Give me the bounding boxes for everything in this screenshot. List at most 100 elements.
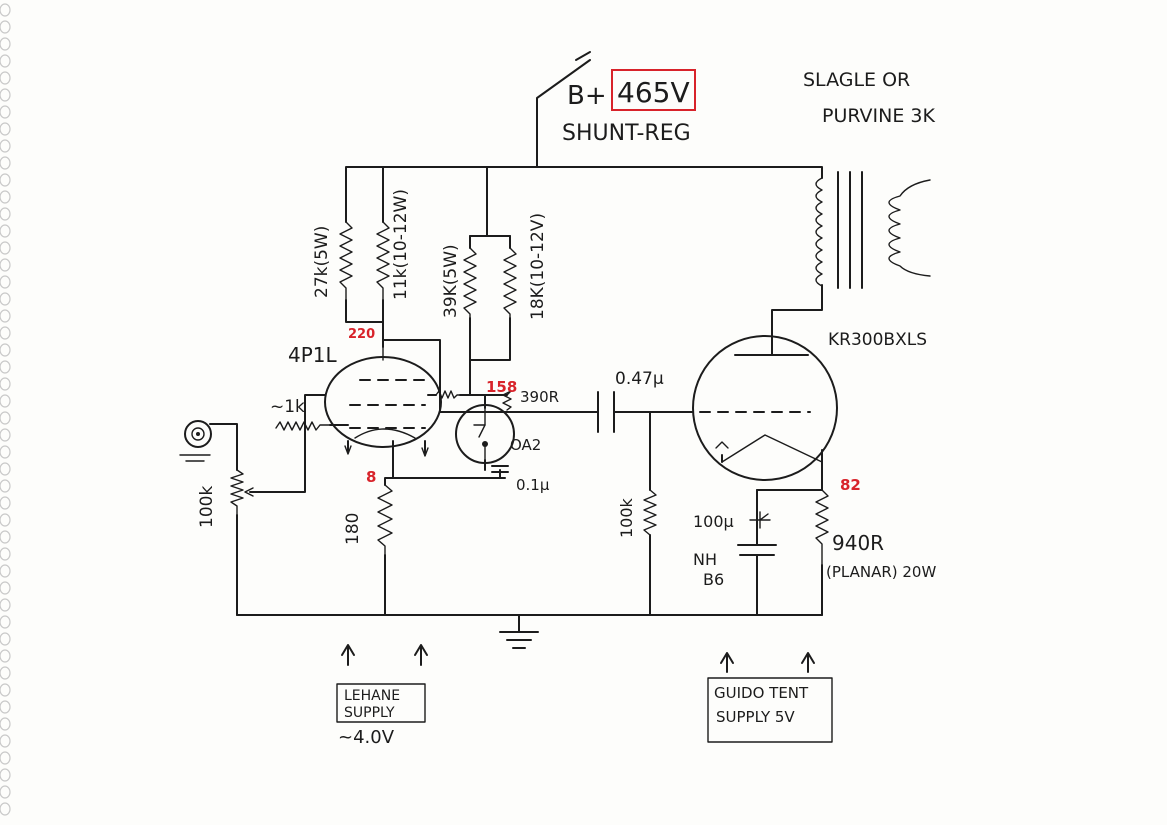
lehane-supply-box <box>336 683 426 723</box>
cap-0-1u-label: 0.1µ <box>516 476 550 494</box>
node-voltage-158: 158 <box>486 378 517 396</box>
tube-4p1l-label: 4P1L <box>288 343 338 367</box>
resistor-100k-grid-leak <box>643 489 657 536</box>
tube-oa2 <box>455 404 515 464</box>
spiral-ring <box>0 411 11 425</box>
spiral-ring <box>0 71 11 85</box>
cap-nh-label-line1: NH <box>693 550 717 569</box>
shunt-reg-label: SHUNT-REG <box>562 121 691 146</box>
spiral-ring <box>0 139 11 153</box>
cap-0-47u <box>597 391 615 433</box>
spiral-ring <box>0 768 11 782</box>
pot-wiper-arrow <box>244 487 254 497</box>
spiral-ring <box>0 377 11 391</box>
resistor-18k <box>503 247 517 319</box>
spiral-ring <box>0 462 11 476</box>
spiral-ring <box>0 173 11 187</box>
guido-supply-line2: SUPPLY 5V <box>716 708 795 726</box>
resistor-11k-label: 11k(10-12W) <box>391 189 411 300</box>
resistor-27k <box>339 221 353 301</box>
resistor-940r-label: 940R <box>832 531 884 555</box>
tube-kr300bxls <box>692 335 838 481</box>
cap-0-47u-label: 0.47µ <box>615 369 664 389</box>
resistor-1k <box>275 421 331 431</box>
resistor-940r <box>815 489 829 566</box>
spiral-ring <box>0 666 11 680</box>
spiral-ring <box>0 292 11 306</box>
pot-100k-label: 100k <box>197 486 217 528</box>
resistor-1k-label: ~1k <box>270 397 305 417</box>
guido-supply-line1: GUIDO TENT <box>714 684 809 702</box>
spiral-ring <box>0 615 11 629</box>
spiral-ring <box>0 564 11 578</box>
resistor-940r-spec: (PLANAR) 20W <box>826 563 936 581</box>
resistor-11k <box>376 221 390 301</box>
cap-polarity-mark <box>749 511 771 529</box>
lehane-supply-line2: SUPPLY <box>344 705 395 721</box>
wiring <box>209 51 823 633</box>
spiral-ring <box>0 3 11 17</box>
spiral-ring <box>0 751 11 765</box>
spiral-ring <box>0 496 11 510</box>
spiral-ring <box>0 632 11 646</box>
spiral-ring <box>0 717 11 731</box>
spiral-ring <box>0 445 11 459</box>
b-plus-highlight-box <box>611 69 696 111</box>
resistor-100k-grid-label: 100k <box>617 497 636 538</box>
spiral-ring <box>0 309 11 323</box>
cap-100u <box>737 544 777 556</box>
supply-arrow-left-1 <box>341 644 355 666</box>
spiral-ring <box>0 700 11 714</box>
spiral-ring <box>0 54 11 68</box>
spiral-ring <box>0 734 11 748</box>
supply-arrow-right-2 <box>801 652 815 673</box>
spiral-ring <box>0 479 11 493</box>
spiral-ring <box>0 258 11 272</box>
b-plus-voltage: 465V <box>617 76 690 109</box>
lehane-supply-voltage: ~4.0V <box>338 727 395 748</box>
resistor-18k-label: 18K(10-12V) <box>528 213 548 320</box>
resistor-180 <box>377 484 393 556</box>
spiral-ring <box>0 581 11 595</box>
node-voltage-220: 220 <box>348 327 375 342</box>
guido-supply-box <box>707 677 833 743</box>
spiral-ring <box>0 88 11 102</box>
supply-arrow-left-2 <box>414 644 428 666</box>
spiral-ring <box>0 37 11 51</box>
spiral-ring <box>0 156 11 170</box>
spiral-ring <box>0 428 11 442</box>
spiral-ring <box>0 598 11 612</box>
cap-0-1u <box>491 465 509 473</box>
output-transformer <box>815 171 931 289</box>
transformer-label-line1: SLAGLE OR <box>803 69 910 91</box>
b-plus-label: B+ <box>567 81 607 111</box>
spiral-ring <box>0 547 11 561</box>
resistor-100k-pot <box>230 469 244 516</box>
supply-arrow-right-1 <box>720 652 734 673</box>
spiral-ring <box>0 241 11 255</box>
cap-nh-label-line2: B6 <box>703 570 724 589</box>
spiral-ring <box>0 785 11 799</box>
node-voltage-8: 8 <box>366 468 376 486</box>
resistor-39k <box>463 247 477 319</box>
spiral-ring <box>0 224 11 238</box>
resistor-39k-label: 39K(5W) <box>441 244 461 318</box>
spiral-ring <box>0 207 11 221</box>
spiral-ring <box>0 683 11 697</box>
spiral-binding <box>0 3 11 816</box>
spiral-ring <box>0 649 11 663</box>
spiral-ring <box>0 275 11 289</box>
resistor-390r <box>502 390 512 411</box>
spiral-ring <box>0 360 11 374</box>
node-voltage-82: 82 <box>840 476 861 494</box>
lehane-supply-line1: LEHANE <box>344 688 400 704</box>
ground-symbol-icon <box>499 631 539 649</box>
spiral-ring <box>0 802 11 816</box>
tube-4p1l <box>324 346 442 457</box>
spiral-ring <box>0 190 11 204</box>
resistor-390r-label: 390R <box>520 388 559 406</box>
input-jack-icon <box>179 420 212 462</box>
spiral-ring <box>0 326 11 340</box>
